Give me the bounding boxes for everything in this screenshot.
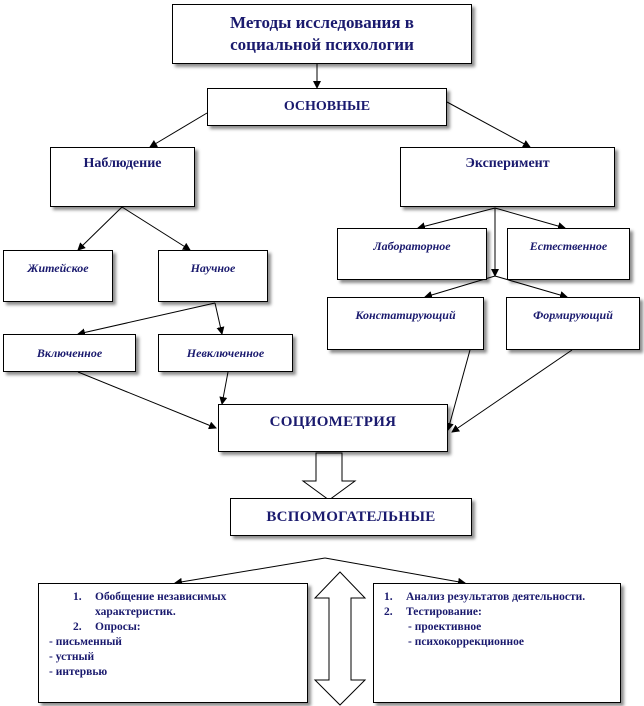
arrow-nonincluded-socio — [219, 371, 229, 405]
observation-box: Наблюдение — [50, 147, 195, 207]
arrow-ascertaining-socio — [445, 349, 471, 431]
natural-box: Естественное — [507, 228, 630, 280]
ascertaining-label: Констатирующий — [355, 308, 456, 322]
block-arrow-down-icon — [301, 452, 357, 501]
left-item2: 2. Опросы: — [73, 621, 141, 633]
right-item1-text: Анализ результатов деятельности. — [406, 591, 586, 603]
sociometry-label: СОЦИОМЕТРИЯ — [269, 414, 397, 430]
left-list-box: 1. Обобщение независимых характеристик. … — [38, 583, 308, 703]
scientific-box: Научное — [158, 250, 268, 302]
arrow-exp-natural — [494, 207, 566, 230]
experiment-label: Эксперимент — [465, 156, 550, 171]
arrow-aux-left — [174, 557, 326, 586]
left-item1: 1. Обобщение независимых характеристик. — [49, 590, 297, 620]
right-item2-text: Тестирование: — [406, 606, 482, 618]
everyday-label: Житейское — [27, 261, 89, 275]
arrow-main-observation — [149, 112, 208, 148]
left-item1-text: Обобщение независимых характеристик. — [95, 591, 227, 618]
everyday-box: Житейское — [3, 250, 113, 302]
forming-box: Формирующий — [506, 297, 640, 350]
left-sub-1: - письменный — [49, 636, 122, 648]
right-item1: 1. Анализ результатов деятельности. — [384, 591, 586, 603]
arrow-obs-everyday — [77, 206, 123, 251]
title-line1: Методы исследования в — [230, 13, 414, 32]
left-sub-2: - устный — [49, 651, 95, 663]
natural-label: Естественное — [529, 239, 608, 253]
included-box: Включенное — [3, 334, 136, 372]
right-sub-2: - психокоррекционное — [408, 636, 524, 648]
auxiliary-label: ВСПОМОГАТЕЛЬНЫЕ — [266, 508, 436, 525]
arrow-forming-socio — [451, 349, 573, 433]
auxiliary-box: ВСПОМОГАТЕЛЬНЫЕ — [230, 498, 472, 536]
title-line2: социальной психологии — [230, 35, 414, 54]
arrow-aux-right — [324, 557, 466, 586]
observation-label: Наблюдение — [83, 156, 162, 171]
right-list-box: 1. Анализ результатов деятельности. 2. Т… — [373, 583, 621, 703]
double-arrow-icon — [313, 571, 367, 706]
scientific-label: Научное — [190, 261, 236, 275]
arrow-main-experiment — [446, 101, 531, 148]
arrow-sci-included — [77, 302, 216, 337]
laboratory-box: Лабораторное — [337, 228, 487, 280]
included-label: Включенное — [36, 345, 103, 360]
right-item2: 2. Тестирование: — [384, 606, 482, 618]
left-sub-3: - интервью — [49, 666, 108, 678]
arrow-included-socio — [77, 371, 217, 430]
non-included-box: Невключенное — [158, 334, 293, 372]
right-sub-1: - проективное — [408, 621, 482, 633]
main-group-box: ОСНОВНЫЕ — [207, 88, 447, 126]
arrow-sci-nonincluded — [214, 302, 225, 335]
experiment-box: Эксперимент — [400, 147, 615, 207]
sociometry-box: СОЦИОМЕТРИЯ — [218, 404, 448, 452]
arrow-obs-scientific — [121, 206, 191, 251]
main-group-label: ОСНОВНЫЕ — [283, 99, 371, 114]
left-item2-text: Опросы: — [95, 621, 141, 633]
forming-label: Формирующий — [533, 308, 613, 322]
ascertaining-box: Констатирующий — [327, 297, 484, 350]
title-box: Методы исследования в социальной психоло… — [172, 4, 472, 64]
arrow-exp-laboratory — [417, 207, 496, 231]
non-included-label: Невключенное — [186, 345, 265, 360]
laboratory-label: Лабораторное — [373, 239, 451, 253]
